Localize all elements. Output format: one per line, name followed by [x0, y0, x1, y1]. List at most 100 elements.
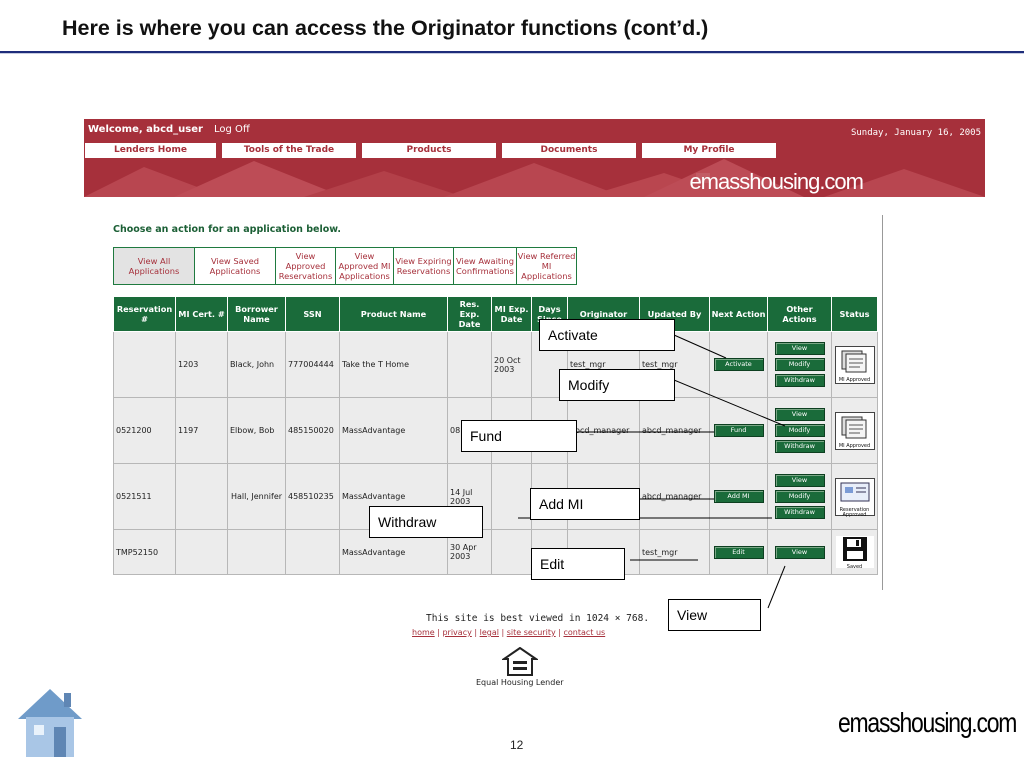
table-row: TMP52150 MassAdvantage 30 Apr 2003 test_… — [113, 529, 878, 575]
choose-prompt: Choose an action for an application belo… — [113, 224, 342, 235]
view-button[interactable]: View — [774, 545, 825, 559]
col-header-mi-cert[interactable]: MI Cert. # — [175, 296, 228, 332]
nav-lenders-home[interactable]: Lenders Home — [85, 143, 216, 158]
content-frame-border — [882, 215, 883, 590]
document-stack-icon — [841, 350, 866, 372]
modify-button[interactable]: Modify — [774, 490, 825, 503]
cell-mi-cert — [175, 463, 228, 530]
fund-button[interactable]: Fund — [713, 424, 764, 437]
col-header-next-action: Next Action — [709, 296, 768, 332]
rooftops-illustration — [84, 159, 985, 197]
footer-link-site-security[interactable]: site security — [506, 628, 556, 637]
nav-my-profile[interactable]: My Profile — [642, 143, 776, 158]
cell-mi-exp — [491, 529, 532, 575]
cell-other-actions: View Modify Withdraw — [767, 397, 832, 464]
status-label: Saved — [846, 564, 863, 570]
saved-icon[interactable]: Saved — [835, 536, 874, 570]
title-rule-shadow — [0, 53, 1024, 54]
footer-link-privacy[interactable]: privacy — [442, 628, 472, 637]
cell-mi-cert: 1197 — [175, 397, 228, 464]
col-header-borrower-name[interactable]: Borrower Name — [227, 296, 286, 332]
house-illustration — [18, 689, 82, 757]
cell-reservation: 0521200 — [113, 397, 176, 464]
nav-tools-of-the-trade[interactable]: Tools of the Trade — [222, 143, 356, 158]
cell-status: Reservation Approved — [831, 463, 878, 530]
col-header-mi-exp-date[interactable]: MI Exp. Date — [491, 296, 532, 332]
modify-button[interactable]: Modify — [774, 424, 825, 437]
cell-reservation: TMP52150 — [113, 529, 176, 575]
equal-housing-lender-text: Equal Housing Lender — [476, 678, 564, 687]
col-header-reservation[interactable]: Reservation # — [113, 296, 176, 332]
tab-view-approved-reservations[interactable]: View Approved Reservations — [276, 248, 336, 284]
logoff-link[interactable]: Log Off — [214, 124, 250, 135]
status-label: Reservation Approved — [839, 506, 870, 518]
nav-products[interactable]: Products — [362, 143, 496, 158]
cell-product: MassAdvantage — [339, 397, 448, 464]
view-button[interactable]: View — [774, 342, 825, 355]
cell-next-action: Activate — [709, 331, 768, 398]
cell-updated-by: test_mgr — [639, 529, 710, 575]
document-stack-icon — [841, 416, 866, 438]
activate-button[interactable]: Activate — [713, 358, 764, 371]
brand-logo-main: emasshousing — [689, 169, 820, 194]
withdraw-button[interactable]: Withdraw — [774, 506, 825, 519]
floppy-disk-icon — [842, 537, 867, 561]
col-header-status: Status — [831, 296, 878, 332]
app-screenshot: Welcome, abcd_user Log Off Sunday, Janua… — [84, 119, 985, 700]
view-button[interactable]: View — [774, 474, 825, 487]
callout-modify: Modify — [559, 369, 675, 401]
callout-activate: Activate — [539, 319, 675, 351]
add-mi-button[interactable]: Add MI — [713, 490, 764, 503]
bottom-brand-logo: emasshousing.com — [838, 707, 1017, 738]
tab-view-approved-mi-applications[interactable]: View Approved MI Applications — [336, 248, 394, 284]
view-button[interactable]: View — [774, 408, 825, 421]
tab-view-all-applications[interactable]: View All Applications — [114, 248, 195, 284]
tab-view-expiring-reservations[interactable]: View Expiring Reservations — [394, 248, 454, 284]
cell-status: MI Approved — [831, 397, 878, 464]
cell-res-exp — [447, 331, 492, 398]
header-banner: Welcome, abcd_user Log Off Sunday, Janua… — [84, 119, 985, 197]
cell-reservation — [113, 331, 176, 398]
modify-button[interactable]: Modify — [774, 358, 825, 371]
callout-edit: Edit — [531, 548, 625, 580]
mi-approved-icon[interactable]: MI Approved — [834, 345, 875, 384]
status-label: MI Approved — [838, 442, 871, 449]
footer-link-contact-us[interactable]: contact us — [563, 628, 606, 637]
edit-button[interactable]: Edit — [713, 545, 764, 559]
col-header-ssn[interactable]: SSN — [285, 296, 340, 332]
reservation-card-icon — [840, 482, 869, 501]
col-header-res-exp-date[interactable]: Res. Exp. Date — [447, 296, 492, 332]
cell-originator: abcd_manager — [567, 397, 640, 464]
welcome-text: Welcome, abcd_user — [88, 124, 203, 135]
footer-links: home | privacy | legal | site security |… — [412, 628, 606, 637]
cell-ssn: 458510235 — [285, 463, 340, 530]
cell-mi-cert — [175, 529, 228, 575]
best-viewed-note: This site is best viewed in 1024 × 768. — [426, 613, 650, 624]
footer-link-legal[interactable]: legal — [479, 628, 499, 637]
table-row: 0521511 Hall, Jennifer 458510235 MassAdv… — [113, 463, 878, 530]
tab-view-saved-applications[interactable]: View Saved Applications — [195, 248, 276, 284]
cell-next-action: Edit — [709, 529, 768, 575]
callout-withdraw: Withdraw — [369, 506, 483, 538]
footer-link-home[interactable]: home — [412, 628, 435, 637]
mi-approved-icon[interactable]: MI Approved — [834, 411, 875, 450]
withdraw-button[interactable]: Withdraw — [774, 440, 825, 453]
tab-view-referred-mi-applications[interactable]: View Referred MI Applications — [517, 248, 576, 284]
cell-mi-cert: 1203 — [175, 331, 228, 398]
withdraw-button[interactable]: Withdraw — [774, 374, 825, 387]
cell-ssn: 485150020 — [285, 397, 340, 464]
cell-ssn: 777004444 — [285, 331, 340, 398]
tab-view-awaiting-confirmations[interactable]: View Awaiting Confirmations — [454, 248, 517, 284]
cell-reservation: 0521511 — [113, 463, 176, 530]
cell-status: MI Approved — [831, 331, 878, 398]
cell-status: Saved — [831, 529, 878, 575]
col-header-product-name[interactable]: Product Name — [339, 296, 448, 332]
page-number: 12 — [510, 738, 524, 752]
nav-documents[interactable]: Documents — [502, 143, 636, 158]
cell-borrower: Elbow, Bob — [227, 397, 286, 464]
date-text: Sunday, January 16, 2005 — [850, 128, 981, 138]
reservation-approved-icon[interactable]: Reservation Approved — [834, 477, 875, 518]
cell-other-actions: View — [767, 529, 832, 575]
cell-borrower: Hall, Jennifer — [227, 463, 286, 530]
action-tabs: View All Applications View Saved Applica… — [113, 247, 577, 285]
